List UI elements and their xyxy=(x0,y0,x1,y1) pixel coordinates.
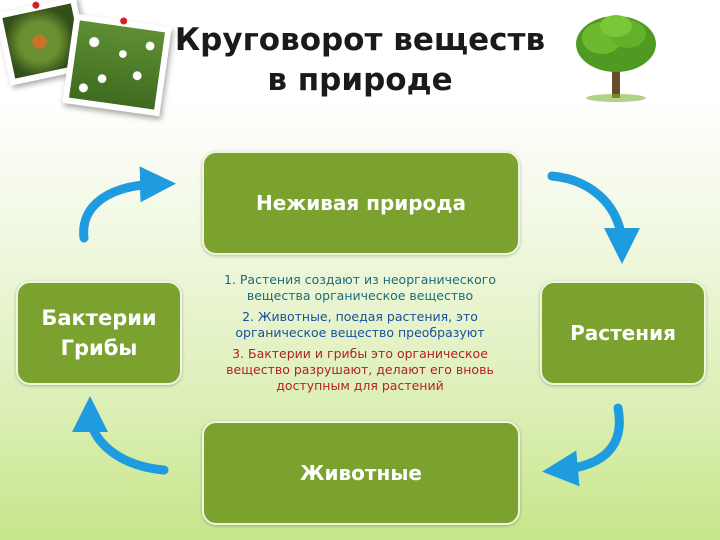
node-plants: Растения xyxy=(540,281,706,385)
node-fungi-label: Грибы xyxy=(60,336,138,360)
node-animals: Животные xyxy=(202,421,520,525)
node-bacteria-label: Бактерии xyxy=(41,306,157,330)
node-plants-label: Растения xyxy=(570,321,676,345)
note-bacteria: 3. Бактерии и грибы это органическое вещ… xyxy=(226,346,494,393)
node-nonliving-nature-label: Неживая природа xyxy=(255,191,467,215)
note-animals: 2. Животные, поедая растения, это органи… xyxy=(235,309,485,340)
curved-arrow-icon xyxy=(542,403,624,487)
cycle-notes: 1. Растения создают из неорганического в… xyxy=(200,272,520,399)
title-line-2: в природе xyxy=(267,62,453,98)
curved-arrow-icon xyxy=(72,396,169,475)
node-bacteria-fungi: Бактерии Грибы xyxy=(16,281,182,385)
note-plants: 1. Растения создают из неорганического в… xyxy=(223,272,497,303)
curved-arrow-icon xyxy=(79,166,176,243)
curved-arrow-icon xyxy=(547,171,640,264)
tree-icon xyxy=(576,15,656,102)
title-line-1: Круговорот веществ xyxy=(174,22,546,58)
node-nonliving-nature: Неживая природа xyxy=(202,151,520,255)
node-animals-label: Животные xyxy=(300,461,422,485)
page-title: Круговорот веществ в природе xyxy=(140,20,580,100)
